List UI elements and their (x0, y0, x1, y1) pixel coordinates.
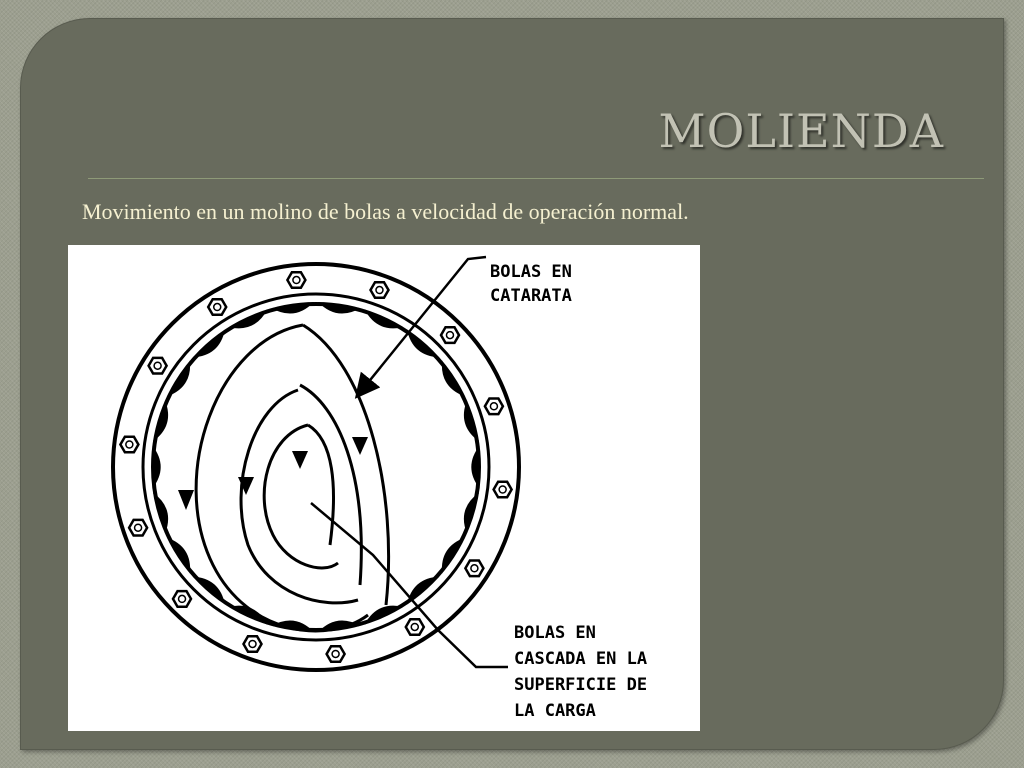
lifter-bar (192, 329, 226, 358)
lifter-bar (271, 302, 314, 314)
lifter-bar (406, 329, 440, 358)
bolt-hole (125, 440, 134, 449)
flange-bolt (127, 518, 149, 537)
bolt-hole (153, 361, 162, 370)
bolt-hole (248, 639, 257, 649)
slide-subtitle: Movimiento en un molino de bolas a veloc… (82, 199, 689, 224)
lifter-bar (364, 309, 404, 329)
trajectory-outer (194, 323, 369, 633)
arrow-down-inner (292, 451, 308, 469)
ball-mill-diagram: BOLAS EN CATARATA BOLAS EN CASCADA EN LA… (68, 245, 700, 731)
title-divider (88, 178, 984, 179)
lifter-bar (152, 445, 161, 489)
label-cataract-line2: CATARATA (490, 286, 572, 306)
leader-bottom (310, 502, 508, 669)
arrow-down-cataract (352, 437, 368, 455)
arrow-up-middle (238, 477, 254, 495)
flow-arrows (178, 437, 368, 510)
flange-bolt (171, 589, 193, 608)
label-cascade-line3: SUPERFICIE DE (514, 675, 647, 695)
lifter-bar (228, 605, 268, 625)
label-cascade-line4: LA CARGA (514, 701, 596, 721)
flange-bolt (492, 480, 514, 499)
flange-bolt (404, 617, 426, 637)
bolt-hole (498, 485, 507, 494)
lifter-bar (192, 576, 226, 605)
slide-title: MOLIENDA (658, 104, 944, 158)
bolt-hole (489, 402, 499, 411)
lifter-bar (441, 537, 466, 574)
bolt-hole (410, 622, 420, 632)
lifter-bar (318, 302, 361, 314)
trajectory-cataract (302, 323, 391, 606)
lifter-bar (463, 400, 480, 442)
label-cascade-line1: BOLAS EN (514, 623, 596, 643)
lifter-bar (471, 445, 480, 489)
flange-bolt (483, 397, 505, 416)
flange-bolt (325, 644, 347, 664)
bolt-hole (292, 275, 301, 285)
bolt-hole (470, 564, 479, 573)
lifter-bar (166, 537, 191, 574)
label-cascade: BOLAS EN CASCADA EN LA SUPERFICIE DE LA … (514, 623, 647, 721)
lifter-bar (364, 605, 404, 625)
label-cataract: BOLAS EN CATARATA (490, 262, 572, 306)
mill-shell (111, 262, 521, 672)
bolt-hole (375, 285, 384, 295)
lifter-bar (463, 492, 480, 534)
flange-bolt (369, 280, 390, 300)
lifter-bar (152, 492, 169, 534)
label-cataract-line1: BOLAS EN (490, 262, 572, 282)
flange-bolt (463, 559, 485, 578)
bolt-hole (331, 649, 340, 659)
flange-bolt (147, 356, 169, 375)
leader-lines (310, 255, 508, 669)
lifter-bar (441, 360, 466, 397)
ball-trajectories (194, 323, 391, 633)
label-cascade-line2: CASCADA EN LA (514, 649, 647, 669)
lifter-bar (166, 360, 191, 397)
trajectory-inner (262, 423, 339, 570)
bolt-hole (177, 594, 187, 604)
ball-mill-svg: BOLAS EN CATARATA BOLAS EN CASCADA EN LA… (111, 255, 647, 721)
bolt-hole (133, 523, 143, 532)
flange-bolt (118, 435, 140, 454)
trajectory-middle (239, 388, 359, 605)
bolt-hole (445, 330, 455, 340)
flange-bolt (242, 634, 263, 654)
lifter-bar (228, 309, 268, 329)
flange-bolts (118, 270, 514, 664)
trajectory-inner-return (307, 423, 335, 546)
flange-bolt (206, 297, 228, 317)
flange-bolt (285, 270, 307, 290)
bolt-hole (212, 302, 222, 312)
arrow-up-left (178, 490, 194, 510)
trajectory-middle-return (299, 383, 363, 586)
liner-lifters (152, 302, 480, 632)
leader-top (354, 255, 487, 399)
flange-bolt (439, 326, 461, 345)
lifter-bar (152, 400, 169, 442)
